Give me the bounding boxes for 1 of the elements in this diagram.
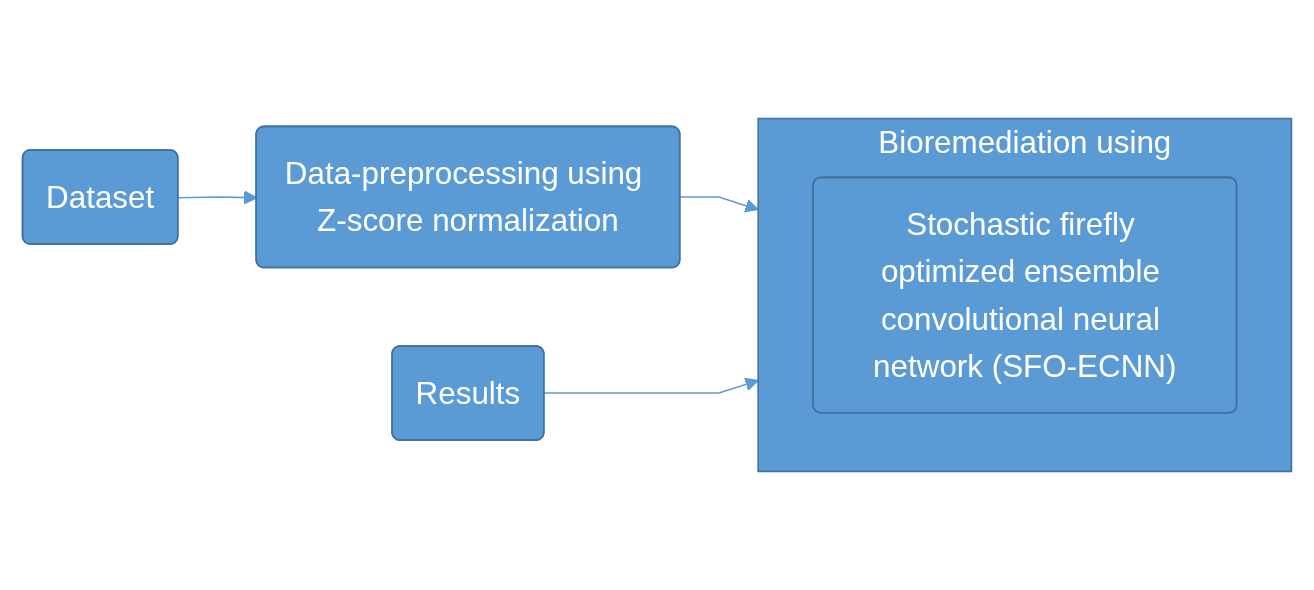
arrow xyxy=(543,377,759,394)
